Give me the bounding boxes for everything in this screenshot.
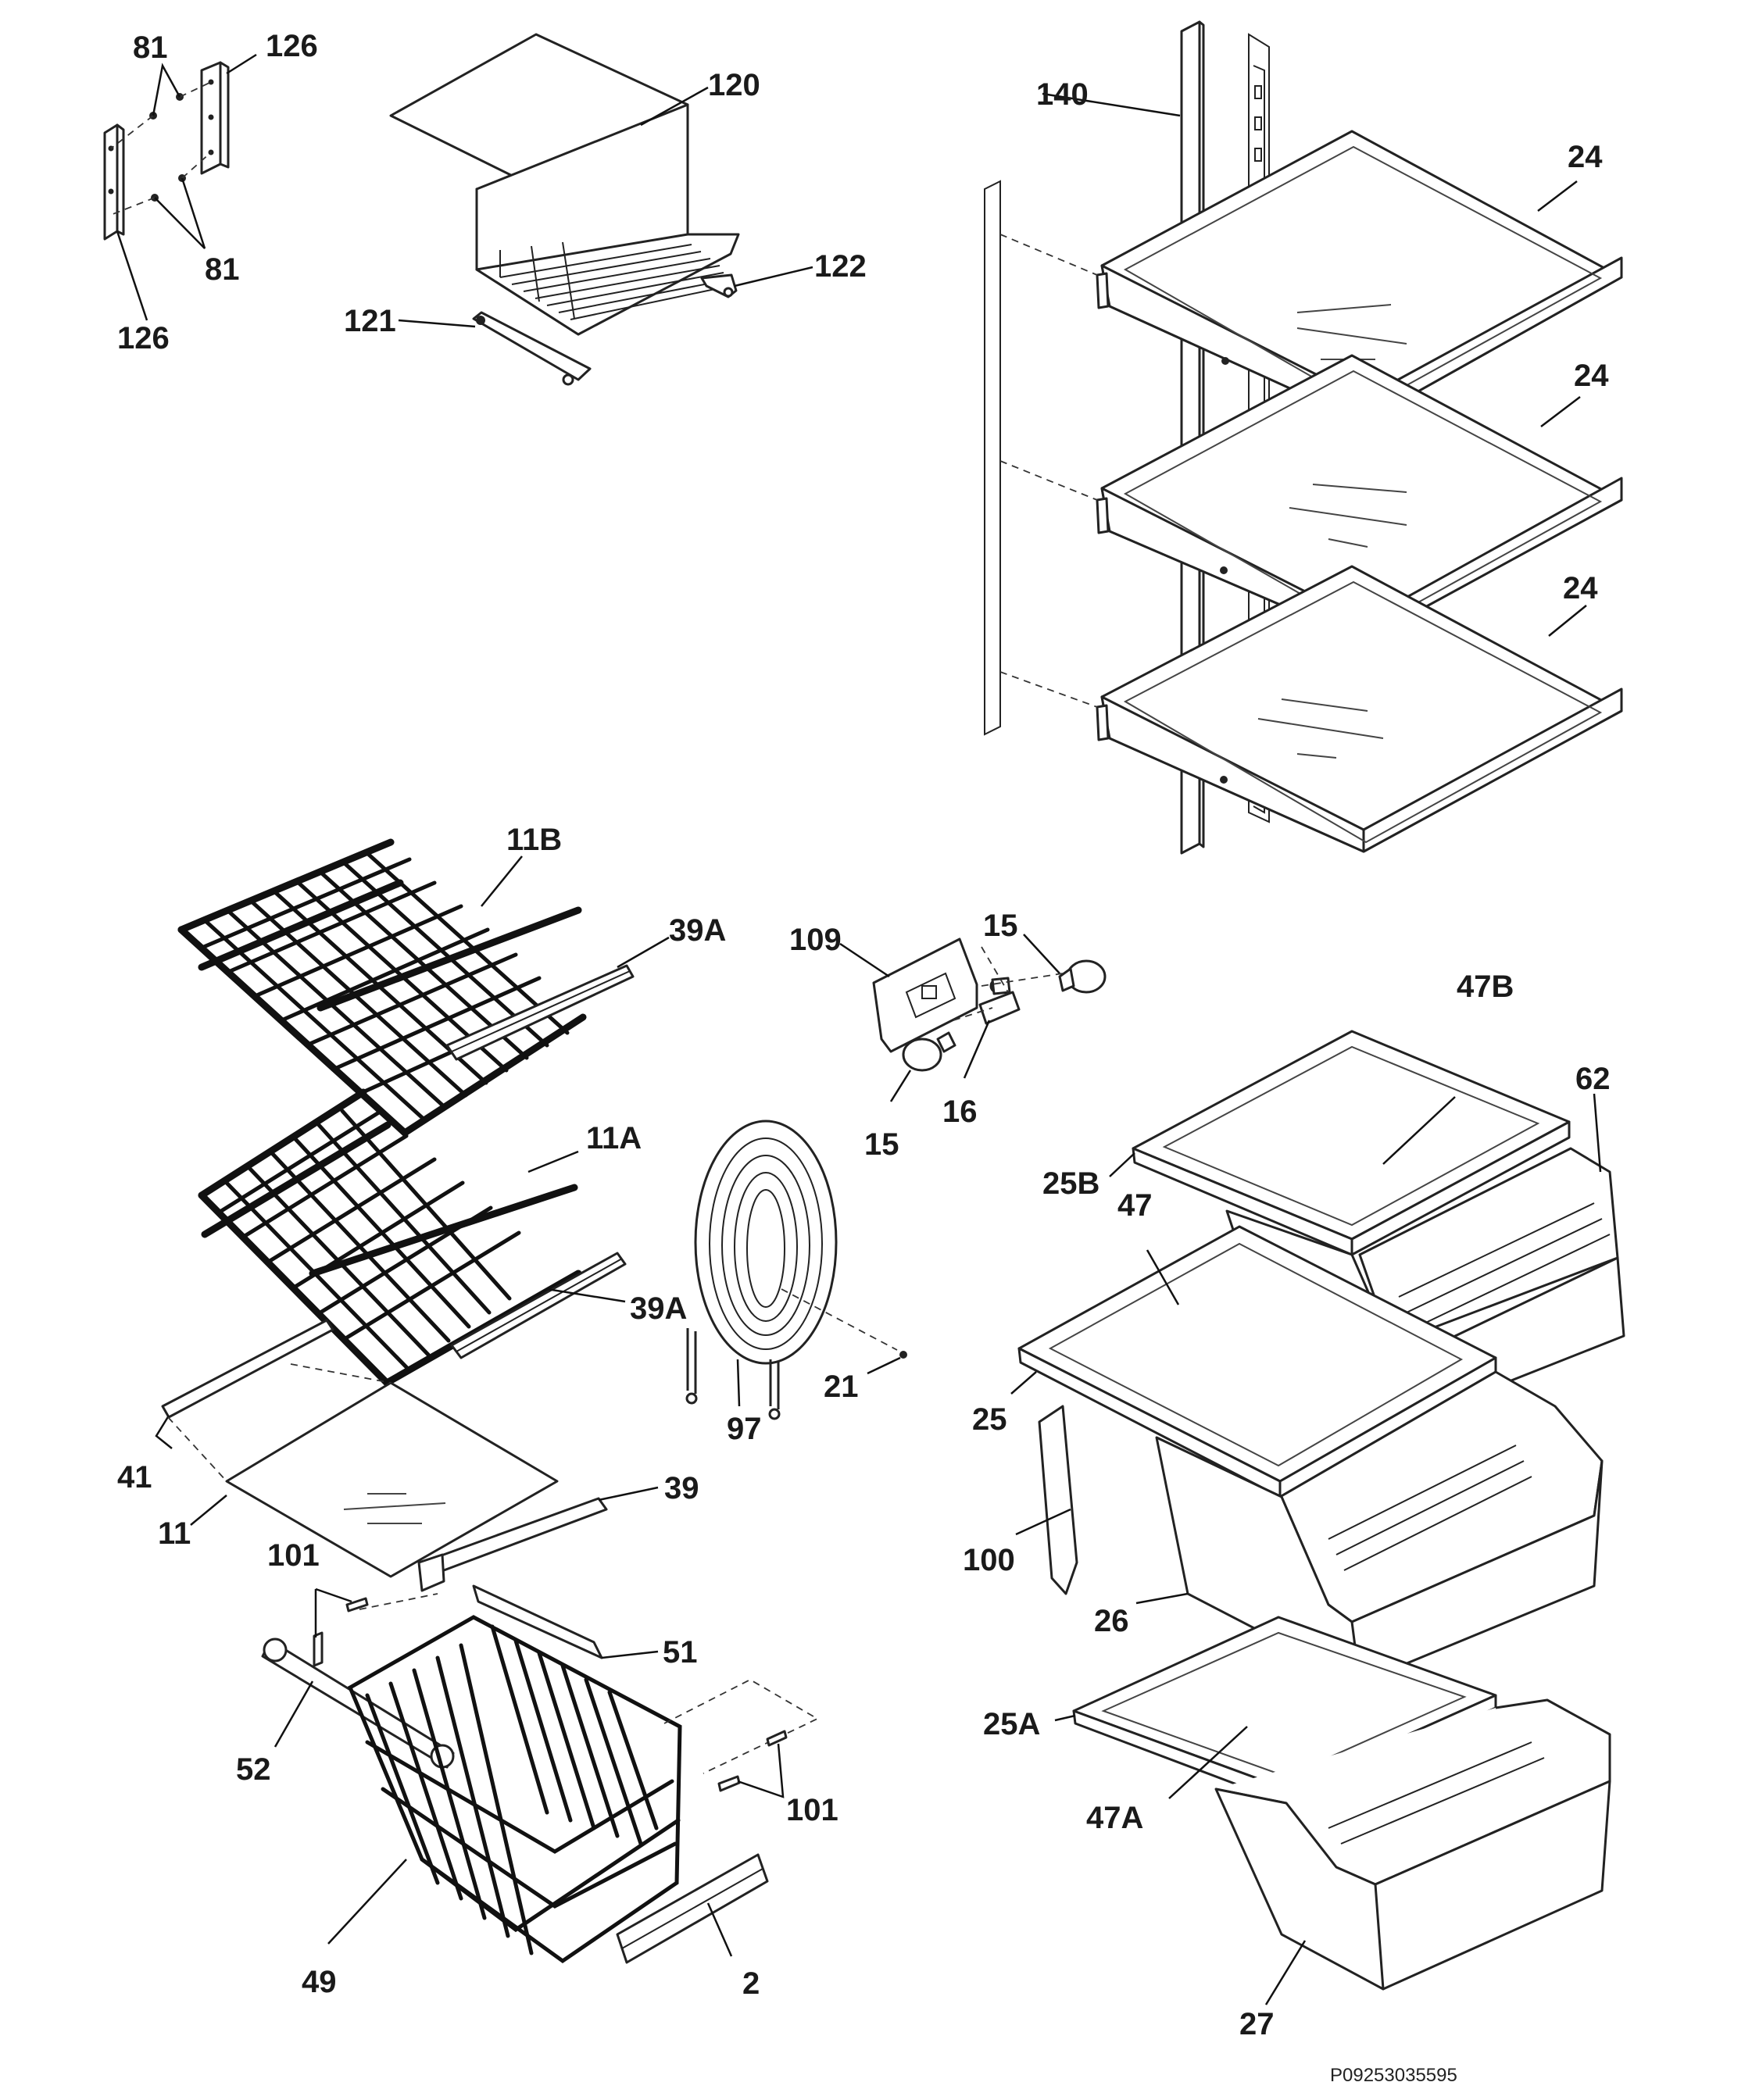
callout-25A: 25A xyxy=(983,1707,1040,1741)
drawer-divider-100 xyxy=(1038,1405,1078,1595)
callout-140: 140 xyxy=(1036,77,1089,112)
wire-shelf-11B xyxy=(177,838,587,1137)
callout-39A-upper: 39A xyxy=(669,913,726,948)
shelf-ladder-rail-front xyxy=(984,180,1001,736)
callout-81-bottom: 81 xyxy=(205,252,240,287)
screws-101-upper xyxy=(313,1588,369,1667)
callout-15-upper: 15 xyxy=(983,909,1018,943)
wire-shelf-11A xyxy=(198,1088,582,1387)
callout-21: 21 xyxy=(824,1370,859,1404)
basket-frame-51 xyxy=(472,1584,603,1659)
document-reference: P09253035595 xyxy=(1330,2065,1457,2086)
basket-cover-2 xyxy=(616,1853,769,1964)
callout-41: 41 xyxy=(117,1460,152,1495)
screw-21 xyxy=(899,1351,907,1359)
callout-120: 120 xyxy=(708,68,760,102)
callout-16: 16 xyxy=(942,1095,978,1129)
shelf-trim-39 xyxy=(417,1497,608,1592)
light-bulb-15-lower xyxy=(902,1031,956,1072)
wire-basket-49 xyxy=(347,1615,682,1964)
light-shield-109 xyxy=(872,938,978,1053)
callout-101-upper: 101 xyxy=(267,1538,320,1573)
heater-coil-97 xyxy=(685,1120,838,1420)
callout-52: 52 xyxy=(236,1752,271,1787)
callout-11: 11 xyxy=(158,1516,191,1551)
callout-47A: 47A xyxy=(1086,1801,1143,1835)
callout-26: 26 xyxy=(1094,1604,1129,1638)
callout-47B: 47B xyxy=(1457,970,1514,1004)
callout-100: 100 xyxy=(963,1543,1015,1577)
callout-97: 97 xyxy=(727,1412,762,1446)
callout-51: 51 xyxy=(663,1635,698,1670)
callout-126-top: 126 xyxy=(266,29,318,63)
drawer-cover-frame-25B xyxy=(1132,1030,1571,1256)
hinge-bracket-126-upper xyxy=(200,61,230,175)
crisper-drawer-27 xyxy=(1214,1698,1611,1991)
callout-122: 122 xyxy=(814,249,867,284)
crisper-drawer-26 xyxy=(1155,1370,1604,1684)
shelf-support-121 xyxy=(472,311,592,386)
shelf-support-122 xyxy=(700,273,738,298)
callout-11B: 11B xyxy=(506,823,562,857)
callout-24-bottom: 24 xyxy=(1563,571,1598,605)
callout-2: 2 xyxy=(742,1966,760,2001)
shelf-bin-120 xyxy=(389,33,740,336)
callout-121: 121 xyxy=(344,304,396,338)
callout-47: 47 xyxy=(1117,1188,1153,1223)
callout-49: 49 xyxy=(302,1965,337,1999)
shelf-trim-41 xyxy=(161,1319,334,1419)
light-bulb-15-upper xyxy=(1058,959,1107,994)
callout-25B: 25B xyxy=(1042,1166,1099,1201)
callout-126-bottom: 126 xyxy=(117,321,170,355)
screws-81 xyxy=(110,53,257,321)
shelf-trim-39A-upper xyxy=(445,964,635,1061)
callout-24-top: 24 xyxy=(1568,140,1603,174)
callout-27: 27 xyxy=(1239,2007,1275,2041)
callout-39A-lower: 39A xyxy=(630,1291,687,1326)
callout-62: 62 xyxy=(1575,1062,1611,1096)
glass-shelf-24-middle xyxy=(1096,354,1623,642)
glass-shelf-24-bottom xyxy=(1096,565,1623,853)
callout-11A: 11A xyxy=(586,1121,642,1155)
callout-81-top: 81 xyxy=(133,30,168,65)
shelf-trim-39A-lower xyxy=(450,1252,627,1359)
screws-101-lower xyxy=(717,1730,788,1798)
glass-shelf-11 xyxy=(225,1381,559,1578)
callout-25: 25 xyxy=(972,1402,1007,1437)
callout-109: 109 xyxy=(789,923,842,957)
callout-39: 39 xyxy=(664,1471,699,1505)
callout-24-middle: 24 xyxy=(1574,359,1609,393)
hinge-bracket-126-lower xyxy=(103,123,125,241)
callout-101-lower: 101 xyxy=(786,1793,838,1827)
callout-15-lower: 15 xyxy=(864,1127,899,1162)
